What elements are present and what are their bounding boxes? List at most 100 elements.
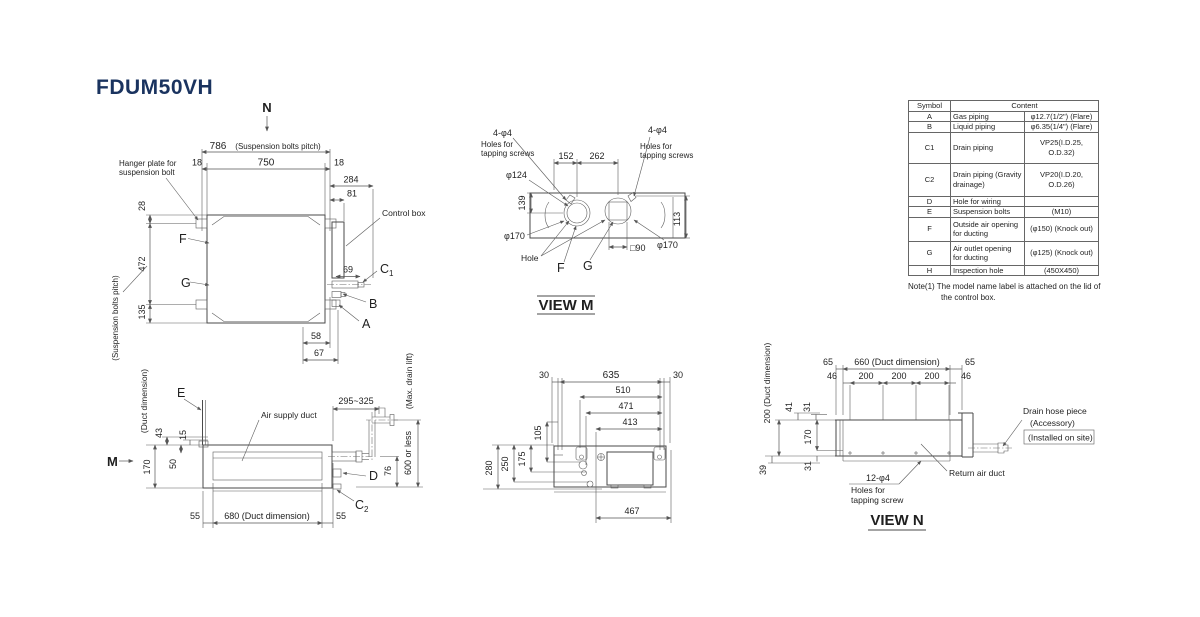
hanger-plate xyxy=(195,218,208,229)
dim-280: 280 xyxy=(484,460,494,475)
opening-f-label: F xyxy=(179,232,187,246)
dim-28: 28 xyxy=(137,201,147,211)
port-c2-label: C xyxy=(355,498,364,512)
plan-view: N 786 (Suspension xyxy=(111,100,426,364)
dim-30-right: 30 xyxy=(673,370,683,380)
hanger-plate-label-1: Hanger plate for xyxy=(119,159,177,168)
air-supply-duct xyxy=(212,451,323,481)
dim-30-left: 30 xyxy=(539,370,549,380)
table-row: B Liquid piping φ6.35(1/4") (Flare) xyxy=(908,121,1099,133)
dim-471: 471 xyxy=(618,401,633,411)
hanger-plate xyxy=(195,299,208,310)
dim-69: 69 xyxy=(343,265,353,275)
drain-c2-port xyxy=(332,483,342,490)
opening-g-label: G xyxy=(181,276,191,290)
dim-262: 262 xyxy=(589,151,604,161)
pipe-port xyxy=(581,470,587,476)
tap-right-line2: Holes for xyxy=(640,142,672,151)
tap-right-qty: 4-φ4 xyxy=(648,125,667,135)
table-row: H Inspection hole (450X450) xyxy=(908,264,1099,276)
dim-200-c: 200 xyxy=(924,371,939,381)
hanger-bracket xyxy=(575,446,588,461)
dim-31-top: 31 xyxy=(802,402,812,412)
table-row: D Hole for wiring xyxy=(908,195,1099,208)
tapping-tab xyxy=(627,192,637,202)
wiring-hole-d xyxy=(332,468,342,478)
duct-200-vertical-label: 200 (Duct dimension) xyxy=(762,342,772,423)
direction-m-label: M xyxy=(107,454,118,469)
dim-413: 413 xyxy=(622,417,637,427)
dim-67: 67 xyxy=(314,348,324,358)
table-row: C2 Drain piping (Gravity drainage) VP20(… xyxy=(908,162,1099,197)
port-d-label: D xyxy=(369,469,378,483)
view-n-title: VIEW N xyxy=(870,512,923,529)
hole-label: Hole xyxy=(521,253,539,263)
dim-680: 680 (Duct dimension) xyxy=(224,511,310,521)
dim-750: 750 xyxy=(258,158,275,169)
port-c2-sub: 2 xyxy=(364,505,369,514)
dim-39: 39 xyxy=(758,465,768,475)
dim-65-right: 65 xyxy=(965,357,975,367)
suspension-pitch-vertical-label: (Suspension bolts pitch) xyxy=(111,275,120,361)
installed-on-site-label: (Installed on site) xyxy=(1028,433,1093,443)
dim-18-right: 18 xyxy=(334,158,344,168)
dim-90: □90 xyxy=(630,243,645,253)
dim-786: 786 xyxy=(210,141,227,152)
header-content: Content xyxy=(950,100,1099,112)
hanger-plate xyxy=(324,218,337,229)
dim-295-325: 295~325 xyxy=(338,396,373,406)
tap-12-line2: Holes for xyxy=(851,485,885,495)
max-drain-lift-label: (Max. drain lift) xyxy=(404,353,414,409)
dim-135: 135 xyxy=(137,304,147,319)
dim-786-note: (Suspension bolts pitch) xyxy=(235,142,321,151)
hanger-bracket xyxy=(653,446,666,461)
dim-250: 250 xyxy=(500,456,510,471)
dim-46-right: 46 xyxy=(961,371,971,381)
dim-635: 635 xyxy=(603,370,620,381)
tap-right-line3: tapping screws xyxy=(640,151,693,160)
side-view: E M (Duct dimension) 43 15 170 50 Air su… xyxy=(107,353,423,528)
opening-g-circle xyxy=(604,197,632,225)
control-box-label: Control box xyxy=(382,208,426,218)
table-note-line1: Note(1) The model name label is attached… xyxy=(908,282,1101,291)
opening-g-square xyxy=(608,201,628,221)
dim-50: 50 xyxy=(168,459,178,469)
tap-left-line3: tapping screws xyxy=(481,149,534,158)
dim-113: 113 xyxy=(672,212,682,226)
dim-43: 43 xyxy=(154,428,164,438)
pipe-a xyxy=(331,299,341,307)
view-m: 152 262 φ124 139 φ170 Hole F G □90 φ170 xyxy=(481,125,693,315)
dim-200-a: 200 xyxy=(858,371,873,381)
dim-55-right: 55 xyxy=(336,511,346,521)
dim-46-left: 46 xyxy=(827,371,837,381)
direction-n-label: N xyxy=(262,100,271,115)
hanger-plate-label-2: suspension bolt xyxy=(119,168,175,177)
dim-175: 175 xyxy=(517,451,527,466)
duct-dimension-vertical-label: (Duct dimension) xyxy=(139,369,149,433)
return-air-duct-label: Return air duct xyxy=(949,468,1005,478)
dim-200-b: 200 xyxy=(891,371,906,381)
dim-284: 284 xyxy=(343,175,358,185)
view-m-f-label: F xyxy=(557,261,565,275)
model-title: FDUM50VH xyxy=(96,76,214,99)
header-symbol: Symbol xyxy=(908,100,951,112)
drain-hose-piece-label: Drain hose piece xyxy=(1023,406,1087,416)
hanger-plate xyxy=(324,299,337,310)
dim-105: 105 xyxy=(533,425,543,440)
dim-31-bottom: 31 xyxy=(803,461,813,471)
hanger-e-label: E xyxy=(177,386,185,400)
table-row: C1 Drain piping VP25(I.D.25, O.D.32) xyxy=(908,131,1099,164)
front-view: 30 635 30 510 471 413 105 175 250 xyxy=(483,370,683,523)
table-row: G Air outlet opening for ducting (φ125) … xyxy=(908,240,1099,266)
table-row: F Outside air opening for ducting (φ150)… xyxy=(908,216,1099,242)
dim-65-left: 65 xyxy=(823,357,833,367)
port-b-label: B xyxy=(369,297,377,311)
pipe-b xyxy=(331,291,342,298)
dim-170: 170 xyxy=(803,429,813,444)
air-supply-duct-label: Air supply duct xyxy=(261,410,317,420)
dim-170-left: φ170 xyxy=(504,231,525,241)
dim-510: 510 xyxy=(615,385,630,395)
opening-f-circle xyxy=(563,199,591,227)
table-note-line2: the control box. xyxy=(941,293,996,302)
tap-left-line2: Holes for xyxy=(481,140,513,149)
